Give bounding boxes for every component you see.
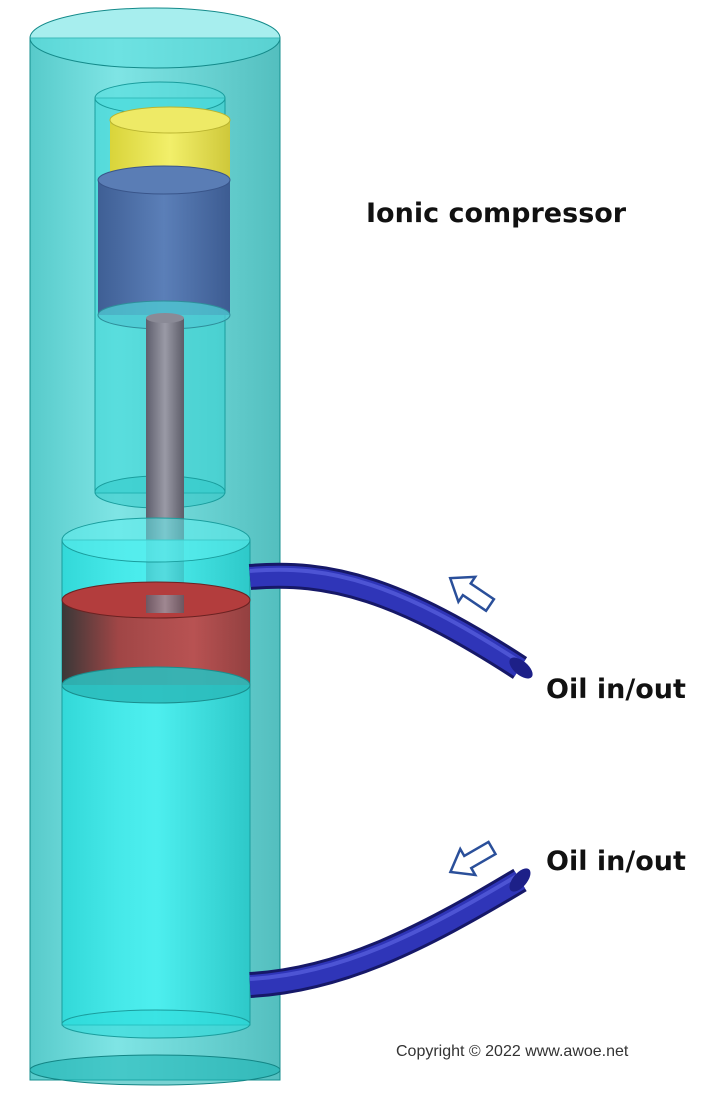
lower-oil-pipe [249, 868, 531, 998]
upper-flow-arrow [448, 575, 496, 613]
diagram-title: Ionic compressor [366, 198, 627, 229]
upper-oil-pipe [248, 562, 533, 679]
lower-flow-arrow [448, 840, 498, 877]
copyright-text: Copyright © 2022 www.awoe.net [396, 1043, 629, 1060]
red-piston [61, 581, 251, 704]
oil-in-out-label-upper: Oil in/out [546, 674, 686, 705]
upper-piston [97, 165, 231, 330]
oil-in-out-label-lower: Oil in/out [546, 846, 686, 877]
